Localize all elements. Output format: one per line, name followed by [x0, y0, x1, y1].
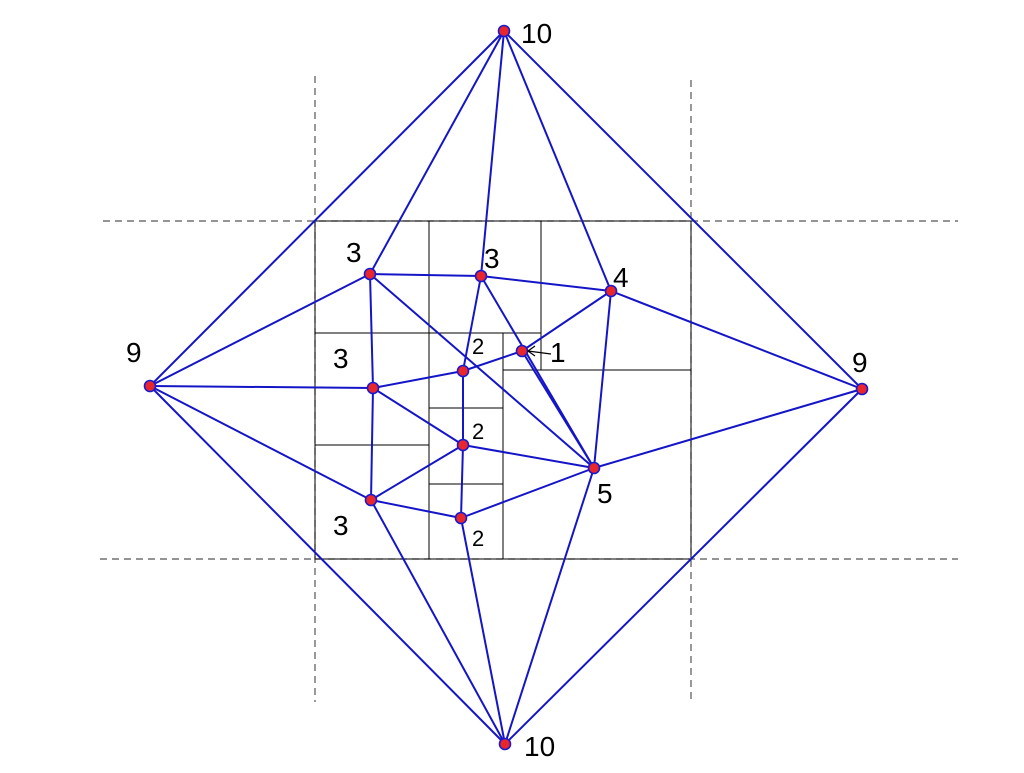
edge-bottom-i [370, 499, 506, 745]
node-label-d: 1 [550, 337, 566, 368]
node-layer [143, 24, 869, 751]
node-d [515, 344, 529, 358]
node-h [587, 461, 601, 475]
dashed-guide-lines [100, 76, 958, 702]
node-top [497, 24, 511, 38]
node-a [363, 267, 377, 281]
edge-top-b [480, 30, 505, 277]
edge-c-h [593, 290, 612, 469]
node-right [855, 382, 869, 396]
node-j [454, 511, 468, 525]
edge-left-f [149, 385, 374, 389]
quadtree-grid [314, 220, 692, 560]
label-layer: 10 10 9 9 3 3 4 1 2 3 2 5 3 2 [126, 18, 868, 762]
edge-bottom-j [460, 517, 506, 745]
node-b [474, 269, 488, 283]
node-label-a: 3 [346, 237, 362, 268]
edge-a-b [369, 273, 482, 277]
edge-top-right [503, 30, 863, 390]
edge-d-e [462, 350, 523, 372]
edge-bottom-right [504, 388, 863, 745]
node-e [456, 364, 470, 378]
node-left [143, 379, 157, 393]
edge-g-j [460, 444, 464, 519]
edge-top-left [149, 30, 505, 387]
edge-a-h [369, 273, 595, 469]
edge-left-i [149, 385, 372, 501]
edge-i-j [370, 499, 462, 519]
edge-bottom-left [149, 385, 506, 745]
edge-b-c [480, 275, 612, 292]
pointer-arrow [526, 345, 552, 357]
node-label-e: 2 [472, 334, 484, 359]
edge-g-i [370, 444, 464, 501]
node-bottom [498, 737, 512, 751]
edge-a-f [369, 273, 374, 389]
edge-d-h [521, 350, 595, 469]
edge-right-c [610, 290, 863, 390]
edge-g-h [462, 444, 595, 469]
node-label-bottom: 10 [524, 731, 555, 762]
node-label-h: 5 [597, 478, 613, 509]
node-label-top: 10 [521, 18, 552, 49]
node-g [456, 438, 470, 452]
edge-c-d [521, 290, 612, 352]
node-label-j: 2 [472, 526, 484, 551]
node-label-right: 9 [852, 347, 868, 378]
node-f [366, 381, 380, 395]
node-i [364, 493, 378, 507]
node-label-b: 3 [484, 243, 500, 274]
edge-layer [149, 30, 863, 745]
edge-right-h [593, 388, 863, 469]
edge-top-a [369, 30, 505, 275]
edge-j-h [460, 467, 595, 519]
node-label-g: 2 [472, 419, 484, 444]
node-label-left: 9 [126, 337, 142, 368]
edge-top-c [503, 30, 612, 292]
edge-f-g [372, 387, 464, 446]
edge-left-a [149, 273, 371, 387]
edge-b-e [462, 275, 482, 372]
edge-bottom-h [504, 467, 595, 745]
node-label-i: 3 [333, 510, 349, 541]
edge-e-f [372, 370, 464, 389]
node-c [604, 284, 618, 298]
node-label-c: 4 [613, 262, 629, 293]
edge-f-i [370, 387, 374, 501]
node-label-f: 3 [333, 343, 349, 374]
